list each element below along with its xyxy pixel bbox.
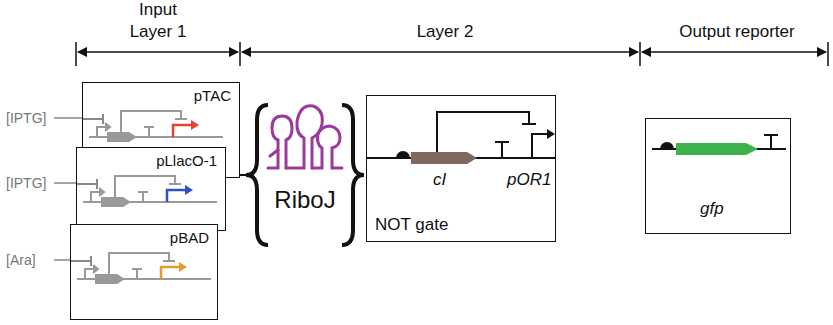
box-text: pLlacO-1 xyxy=(156,152,217,169)
box-text: NOT gate xyxy=(375,215,448,235)
inducer-label: [IPTG] xyxy=(6,110,46,126)
section-heading: Output reporter xyxy=(679,22,794,42)
reporter-box: gfp xyxy=(645,118,791,234)
box-text: pOR1 xyxy=(507,170,551,190)
inducer-label: [Ara] xyxy=(6,252,36,268)
input-promoter-box: pBAD xyxy=(70,224,218,320)
box-text: gfp xyxy=(700,199,724,219)
input-promoter-box: pLlacO-1 xyxy=(76,147,226,231)
box-text: cI xyxy=(433,170,446,190)
section-heading: Layer 2 xyxy=(417,22,474,42)
box-text: pTAC xyxy=(194,87,231,104)
not-gate-box: cI pOR1NOT gate xyxy=(366,95,556,242)
riboj-label: RiboJ xyxy=(274,186,335,214)
section-heading: Input xyxy=(139,0,177,20)
section-heading: Layer 1 xyxy=(130,22,187,42)
box-text: pBAD xyxy=(170,229,209,246)
inducer-label: [IPTG] xyxy=(6,175,46,191)
